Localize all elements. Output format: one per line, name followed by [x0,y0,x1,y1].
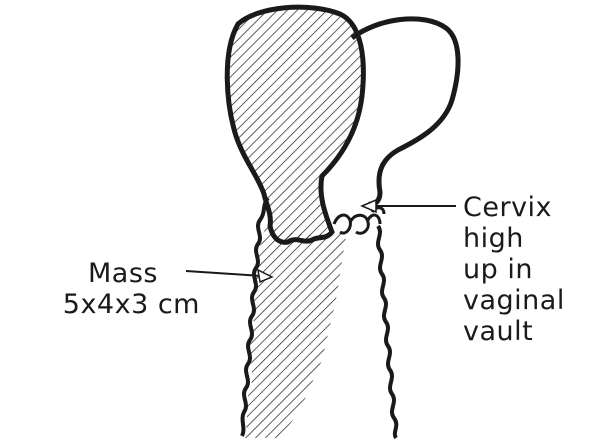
cervix-pointer-arrow [362,200,456,212]
cervix-label: Cervix high up in vaginal vault [463,192,565,347]
mass-label: Mass 5x4x3 cm [14,258,200,320]
uterus-outline [352,19,458,205]
cervix-label-line2: high [463,223,565,254]
cervix-label-line5: vault [463,316,565,347]
cervix-label-line4: vaginal [463,285,565,316]
mass-region [244,226,346,438]
mass-body [227,7,363,242]
mass-label-line2: 5x4x3 cm [14,289,200,320]
cervix-label-line3: up in [463,254,565,285]
cervix-label-line1: Cervix [463,192,565,223]
mass-label-line1: Mass [14,258,200,289]
cervix-shape [334,215,380,233]
vaginal-wall-right [378,226,396,438]
